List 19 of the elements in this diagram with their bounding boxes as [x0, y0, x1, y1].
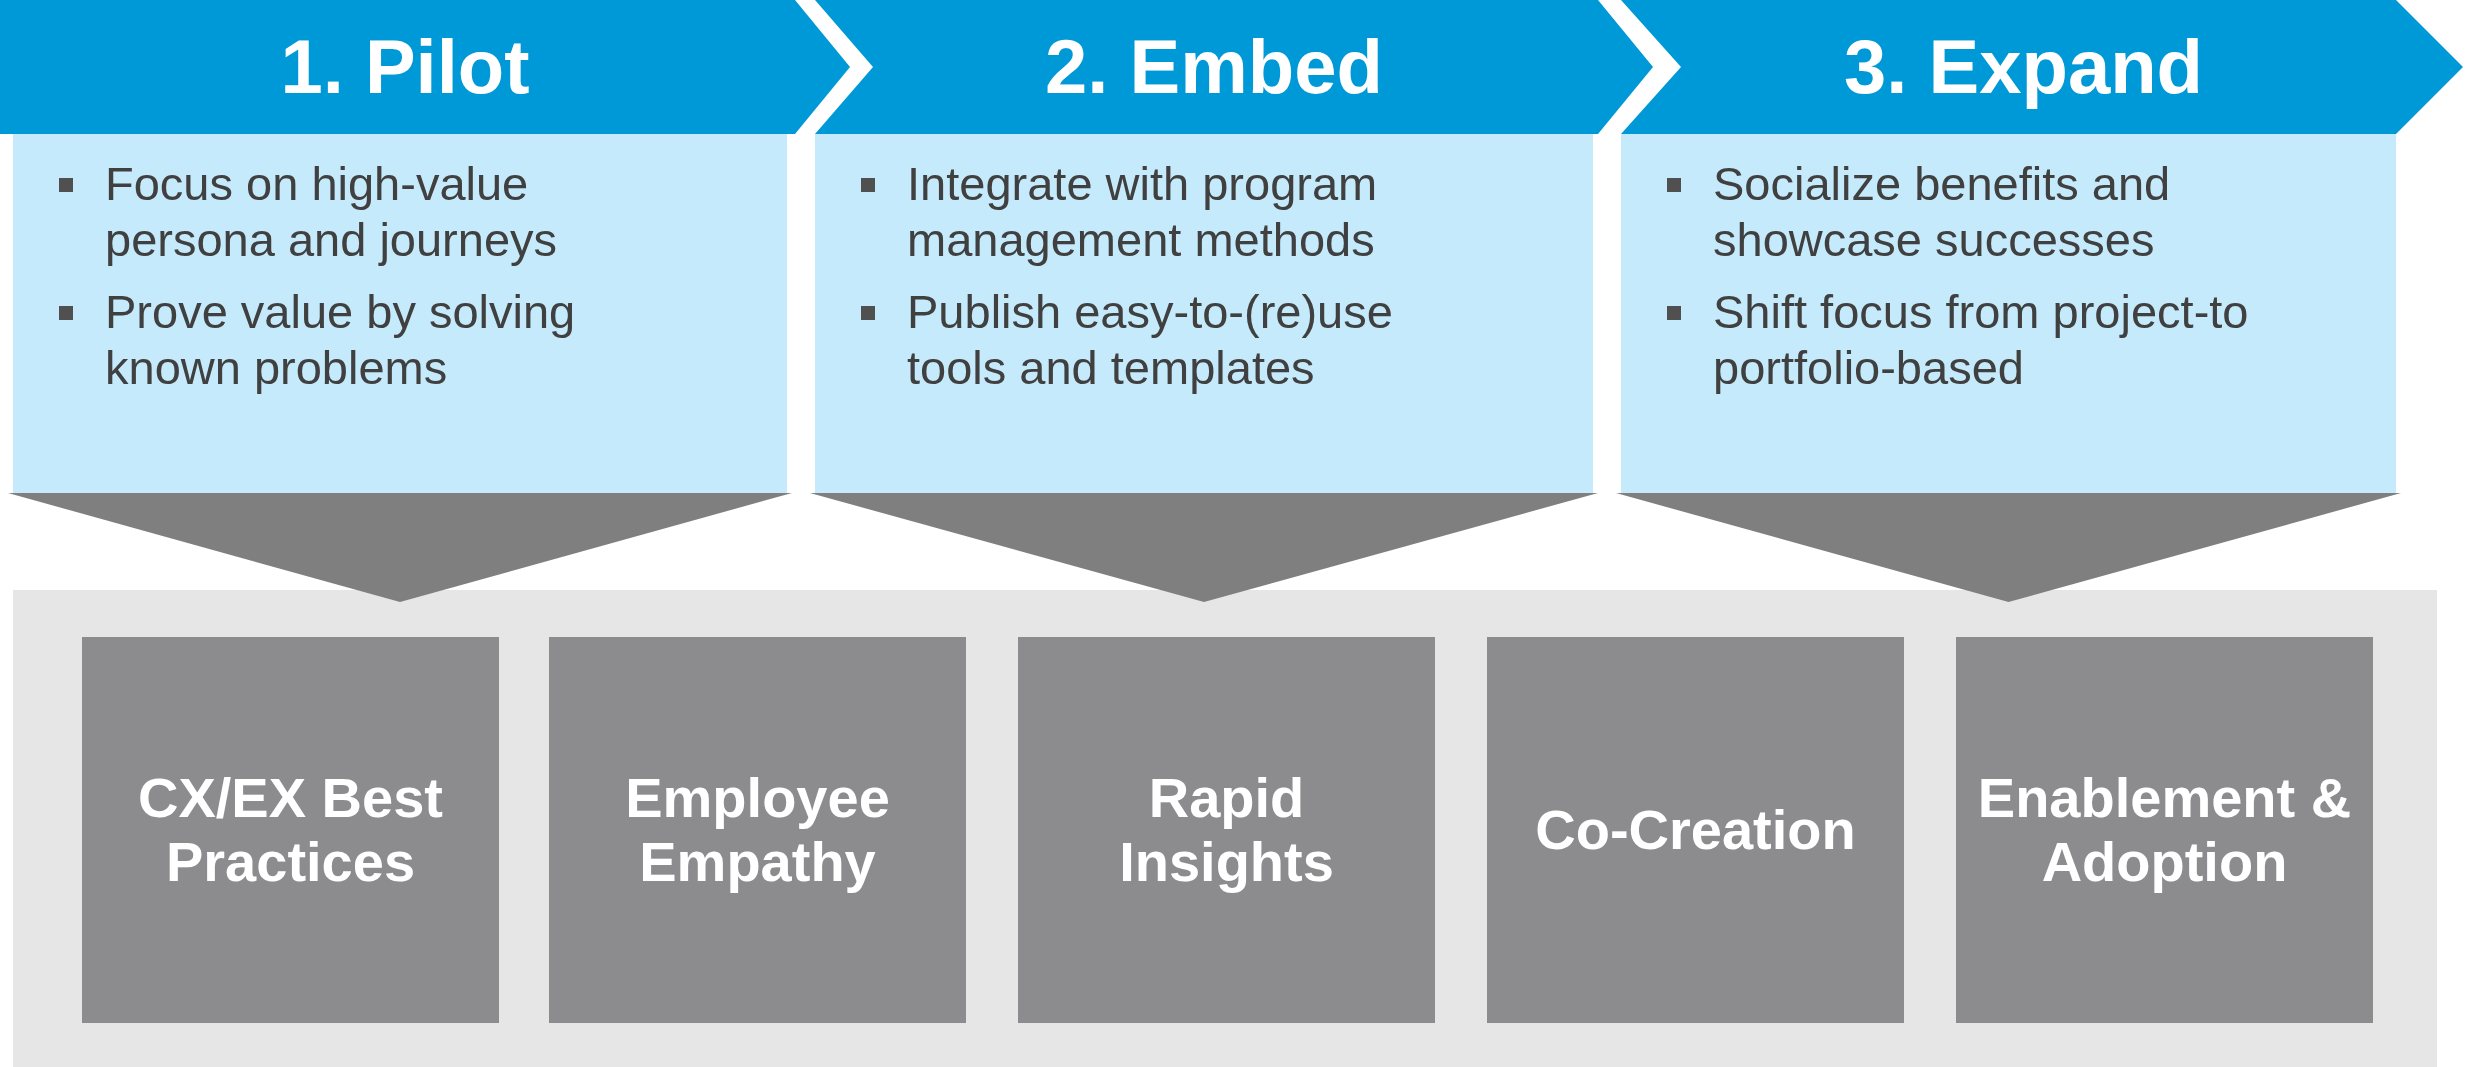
capability-box	[82, 637, 499, 1023]
capability-box	[1487, 637, 1904, 1023]
panel-background	[13, 590, 2437, 1067]
capability-box	[549, 637, 966, 1023]
bullet-text: Focus on high-value persona and journeys	[105, 156, 559, 268]
capability-box	[1956, 637, 2373, 1023]
bullet-text: Socialize benefits and showcase successes	[1713, 156, 2172, 268]
bullet-text: Publish easy-to-(re)use tools and templates	[907, 284, 1394, 396]
stage-heading: 2. Embed	[1045, 29, 1383, 105]
bullet-text: Integrate with program management methods	[907, 156, 1379, 268]
stage-heading: 1. Pilot	[280, 29, 530, 105]
bullet-text: Shift focus from project-to portfolio-based	[1713, 284, 2250, 396]
bullet-text: Prove value by solving known problems	[105, 284, 577, 396]
capability-label: Co-Creation	[1535, 797, 1856, 863]
capability-label: Rapid Insights	[1118, 765, 1335, 895]
capability-label: CX/EX Best Practices	[137, 765, 444, 895]
capability-box	[1018, 637, 1435, 1023]
capability-label: Enablement & Adoption	[1976, 765, 2353, 895]
capability-label: Employee Empathy	[624, 765, 891, 895]
